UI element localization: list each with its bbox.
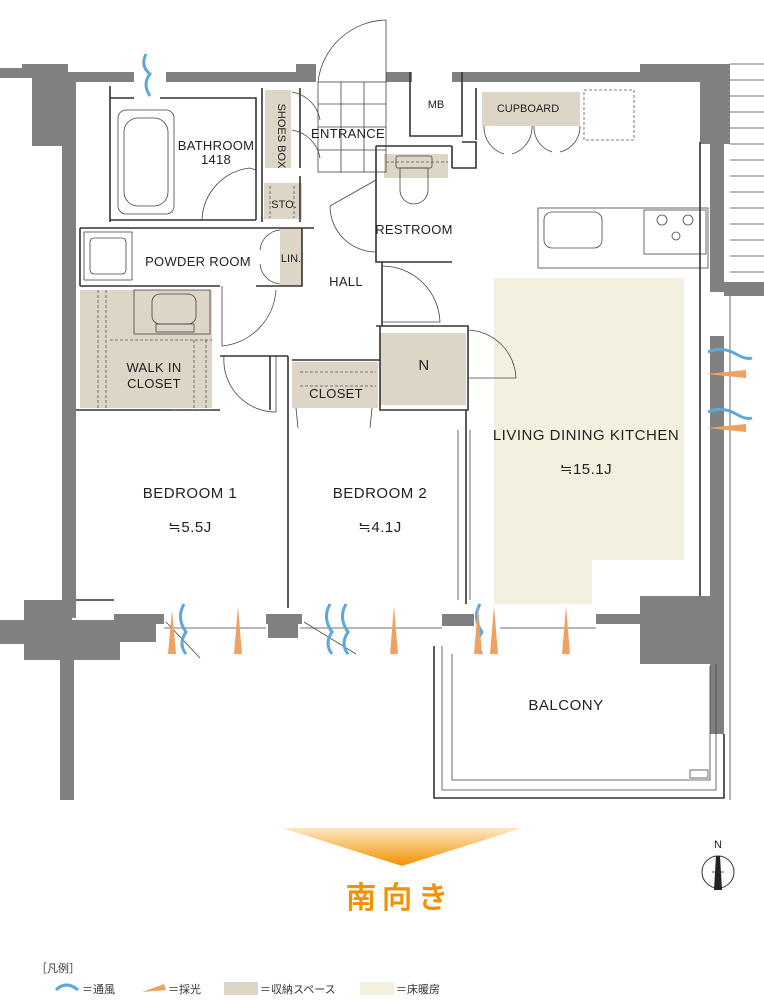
compass-label: N <box>714 839 722 851</box>
floor-heating-area <box>494 278 684 604</box>
compass <box>701 855 735 890</box>
ventilation-markers <box>142 53 753 655</box>
room-labels: BATHROOM 1418 SHOES BOX ENTRANCE MB CUPB… <box>126 99 679 714</box>
legend-title: ［凡例］ <box>36 961 80 975</box>
hall-label: HALL <box>329 274 363 289</box>
washing-machine <box>83 231 133 281</box>
bathtub <box>117 109 175 215</box>
bedroom2-size-label: ≒4.1J <box>358 519 401 536</box>
bedroom1-size-label: ≒5.5J <box>168 519 211 536</box>
walls <box>0 64 764 800</box>
bathroom-size-label: 1418 <box>201 152 231 167</box>
south-arrow <box>282 828 522 866</box>
doors <box>165 167 517 659</box>
kitchen-counter <box>537 207 709 269</box>
cupboard-doors <box>483 89 635 155</box>
closet-label: CLOSET <box>309 386 363 401</box>
legend-ventilation: ＝通風 <box>82 983 115 996</box>
outside-stairs <box>729 63 764 800</box>
ventilation-swatch <box>54 983 79 992</box>
orientation-label: 南向き <box>346 881 454 916</box>
bedroom2-label: BEDROOM 2 <box>333 485 428 502</box>
walk-in-closet-label-1: WALK IN <box>126 360 181 375</box>
closet-dashes <box>97 161 448 411</box>
powder-room-label: POWDER ROOM <box>145 254 251 269</box>
ldk-size-label: ≒15.1J <box>560 461 612 478</box>
balcony-label: BALCONY <box>528 697 603 714</box>
bathroom-label: BATHROOM <box>178 138 255 153</box>
linen-label: LIN. <box>281 253 301 265</box>
n-label: N <box>418 357 429 374</box>
floor-heating-swatch <box>360 982 394 995</box>
sliding-doors <box>164 430 596 629</box>
mb-label: MB <box>428 99 445 111</box>
daylight-markers <box>168 370 746 654</box>
entrance-label: ENTRANCE <box>311 126 385 141</box>
vanity <box>133 289 211 335</box>
walk-in-closet-label-2: CLOSET <box>127 376 181 391</box>
entrance-floor <box>317 19 387 173</box>
legend-daylight: ＝採光 <box>168 982 201 996</box>
bedroom1-label: BEDROOM 1 <box>143 485 238 502</box>
ldk-label: LIVING DINING KITCHEN <box>493 427 679 444</box>
shoes-box-label: SHOES BOX <box>275 104 287 169</box>
balcony-structure <box>433 646 725 799</box>
interior-walls <box>76 72 701 608</box>
cupboard-label: CUPBOARD <box>497 103 559 115</box>
shoes-box-doors <box>291 91 321 159</box>
restroom-label: RESTROOM <box>375 222 453 237</box>
legend: ［凡例］ ＝通風 ＝採光 ＝収納スペース ＝床暖房 <box>36 961 440 996</box>
daylight-swatch <box>142 984 166 992</box>
sto-label: STO. <box>271 199 296 211</box>
legend-storage: ＝収納スペース <box>260 983 336 996</box>
storage-swatch <box>224 982 258 995</box>
legend-floor-heating: ＝床暖房 <box>396 982 440 996</box>
